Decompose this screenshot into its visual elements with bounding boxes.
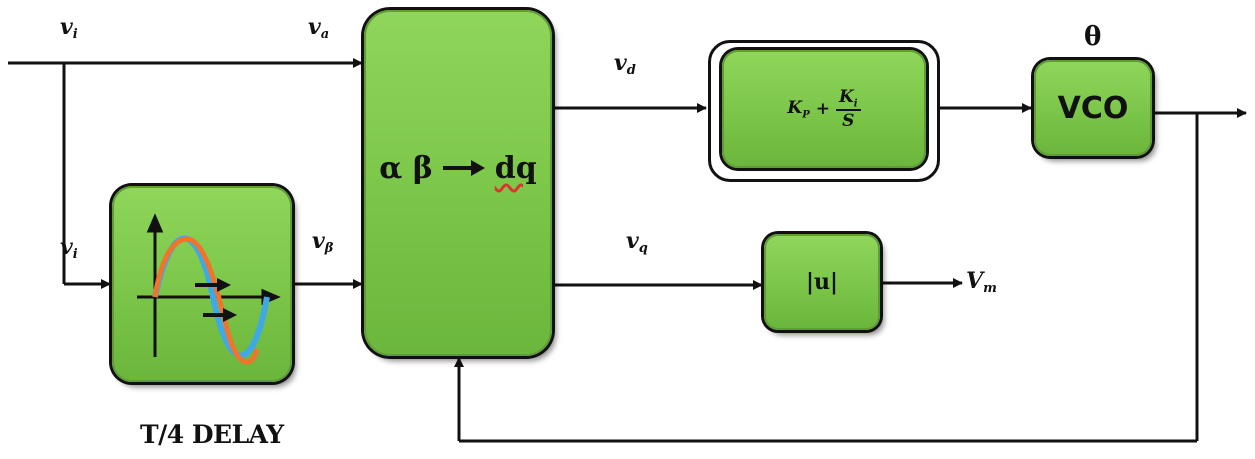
pi-fraction: Ki S: [835, 87, 861, 131]
sine-wave-icon: [137, 213, 281, 365]
delay-block: [112, 186, 292, 382]
vco-label: VCO: [1057, 90, 1129, 126]
vbeta-label: vβ: [312, 228, 334, 256]
abs-value-block: |u|: [764, 234, 880, 330]
abs-label: |u|: [805, 269, 838, 295]
delay-caption: T/4 DELAY: [140, 420, 284, 449]
pi-controller-block: KP + Ki S: [722, 50, 926, 168]
alphabeta-dq-transform-block: α β dq: [364, 10, 552, 356]
vq-label: vq: [626, 228, 648, 256]
pi-kp-term: KP: [787, 97, 810, 121]
va-label: va: [308, 14, 330, 42]
right-arrow-icon: [442, 160, 485, 176]
vd-label: vd: [614, 50, 636, 78]
vco-block: VCO: [1034, 60, 1152, 156]
theta-label: θ: [1084, 22, 1102, 52]
vm-label: Vm: [966, 268, 997, 296]
pi-plus-sign: +: [815, 98, 830, 119]
transform-to-label: dq: [494, 150, 537, 186]
vi-branch-label: vi: [60, 234, 78, 262]
vi-label: vi: [60, 14, 78, 42]
transform-from-label: α β: [379, 150, 433, 186]
